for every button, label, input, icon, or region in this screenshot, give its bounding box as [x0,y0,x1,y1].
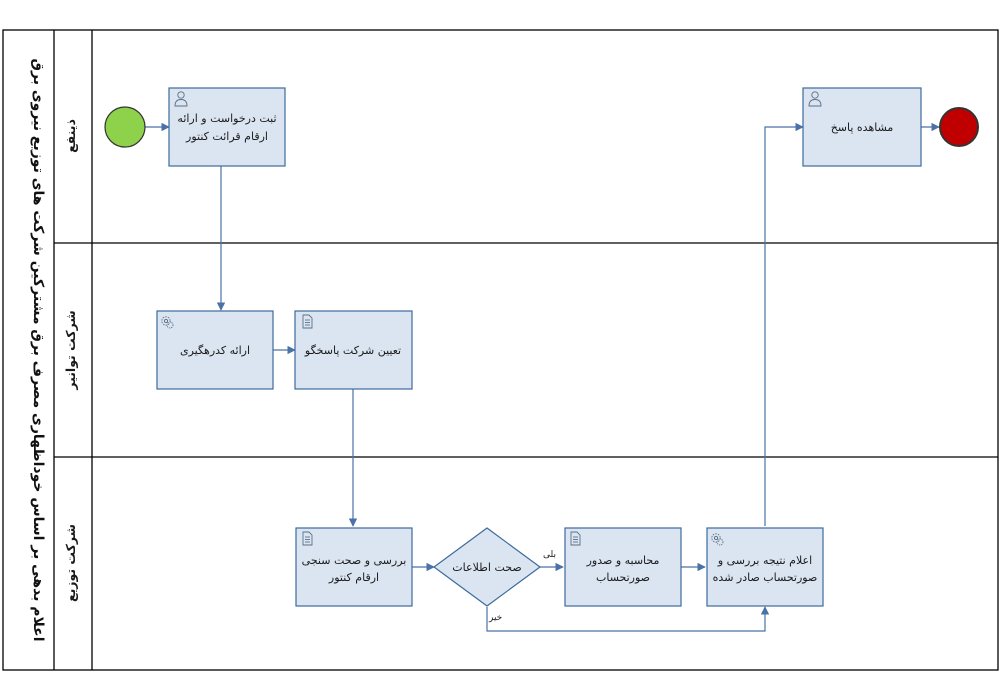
pool-title: اعلام بدهی بر اساس خوداظهاری مصرف برق مش… [30,58,46,641]
lane-label-stakeholder: ذینفع [63,119,78,153]
document-icon [570,531,581,546]
task-label-line: ارائه کدرهگیری [180,344,250,357]
sequence-flows [145,122,940,632]
task-label-line: ارقام قرائت کنتور [185,130,268,143]
lane-stakeholder: ذینفع [63,119,78,153]
task-review-readings[interactable]: بررسی و صحت سنجی ارقام کنتور [295,527,413,607]
user-icon [808,91,822,107]
task-label-line: صورتحساب صادر شده [713,571,818,584]
gateway-label: صحت اطلاعات [452,561,521,574]
task-label-line: محاسبه و صدور [586,554,660,567]
task-label-line: ثبت درخواست و ارائه [177,112,276,125]
flow-announce-to-view [764,122,804,526]
lane-tavanir: شرکت توانیر [63,310,78,390]
task-label-line: تعیین شرکت پاسخگو [304,344,401,357]
flow-label-yes: بلی [543,550,556,560]
task-label-line: اعلام نتیجه بررسی و [717,554,812,567]
task-label-line: بررسی و صحت سنجی [302,554,407,567]
document-icon [302,314,313,329]
task-label-line: ارقام کنتور [328,571,379,584]
document-icon [302,531,313,546]
gear-icon [711,533,724,546]
task-provide-tracking-code[interactable]: ارائه کدرهگیری [156,310,274,390]
task-announce-result[interactable]: اعلام نتیجه بررسی و صورتحساب صادر شده [706,527,824,607]
task-label-line: مشاهده پاسخ [831,121,894,134]
lane-label-tavanir: شرکت توانیر [63,310,78,390]
gateway-data-validity[interactable]: صحت اطلاعات [432,527,542,607]
start-event[interactable] [104,106,146,148]
task-calculate-bill[interactable]: محاسبه و صدور صورتحساب [564,527,682,607]
lane-distribution: شرکت توزیع [63,524,78,602]
end-event[interactable] [939,107,979,147]
gear-icon [161,316,174,329]
task-label-line: صورتحساب [596,571,650,584]
flow-label-no: خیر [488,613,502,623]
lane-label-distribution: شرکت توزیع [63,524,78,602]
task-view-response[interactable]: مشاهده پاسخ [802,87,922,167]
pool: اعلام بدهی بر اساس خوداظهاری مصرف برق مش… [2,29,999,671]
flow-gateway-no [486,606,770,632]
user-icon [174,91,188,107]
task-submit-request[interactable]: ثبت درخواست و ارائه ارقام قرائت کنتور [168,87,286,167]
task-assign-company[interactable]: تعیین شرکت پاسخگو [294,310,413,390]
